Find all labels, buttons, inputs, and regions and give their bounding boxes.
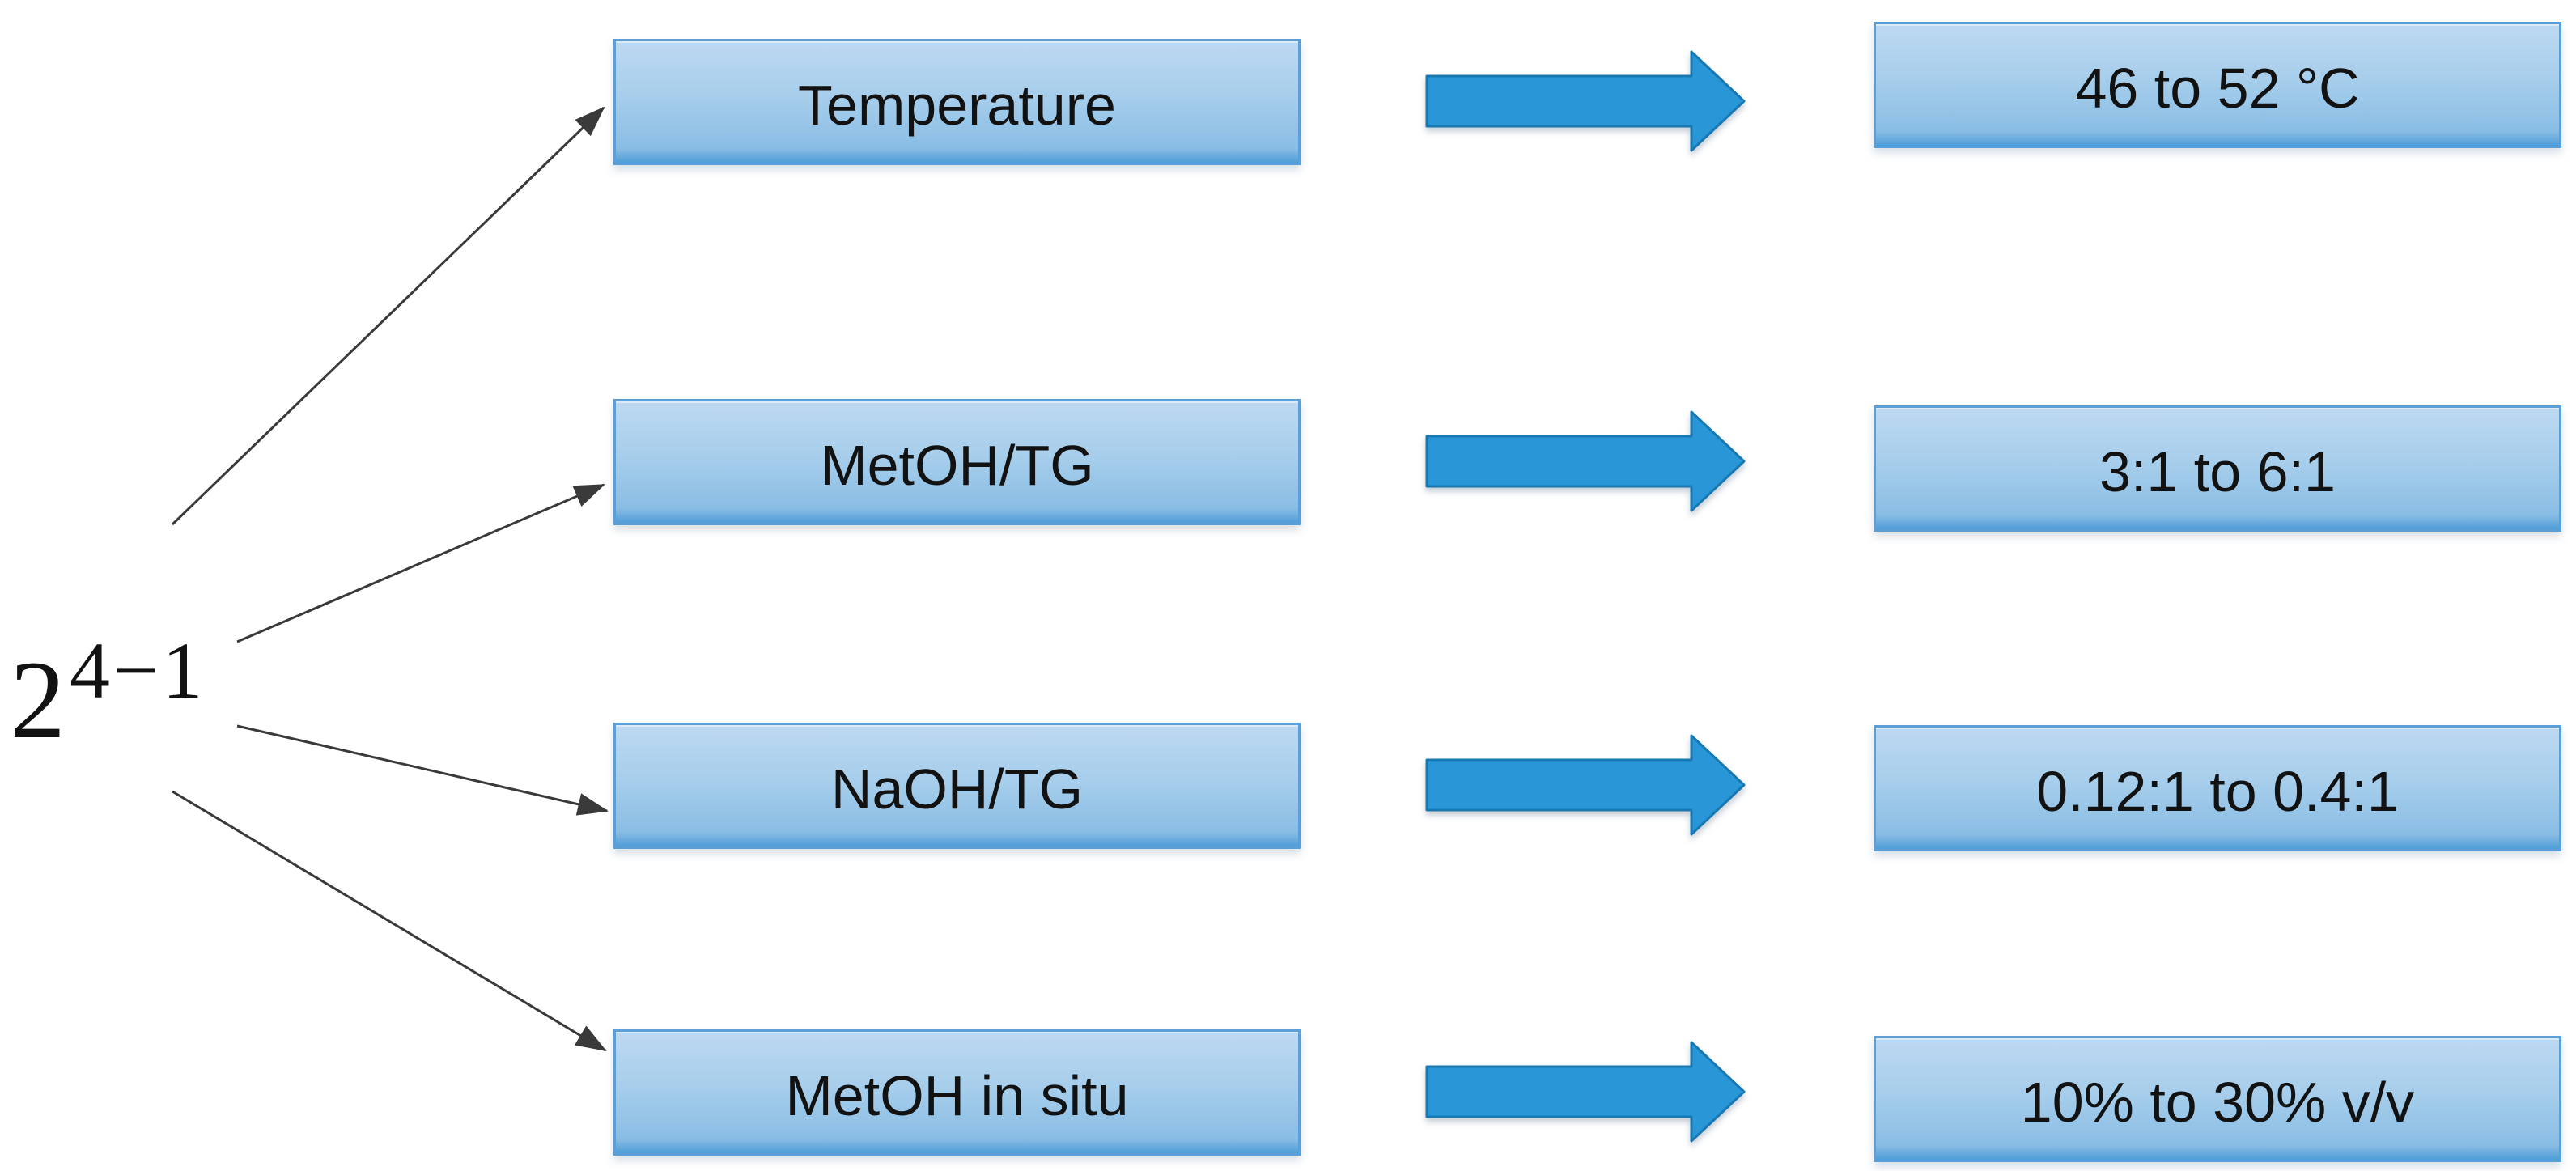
factor-label-metoh-tg: MetOH/TG — [820, 434, 1094, 497]
range-label-temperature: 46 to 52 °C — [2075, 57, 2360, 120]
right-arrow-icon-row1 — [1425, 50, 1746, 152]
range-box-temperature: 46 to 52 °C — [1874, 22, 2561, 148]
connector-arrow-temperature — [171, 106, 605, 526]
connector-arrow-metoh-tg — [236, 483, 605, 643]
factor-box-metoh-insitu: MetOH in situ — [613, 1029, 1301, 1156]
range-label-metoh-tg: 3:1 to 6:1 — [2099, 440, 2336, 503]
right-arrow-icon-row2 — [1425, 410, 1746, 512]
range-box-metoh-tg: 3:1 to 6:1 — [1874, 405, 2561, 532]
design-base: 2 — [10, 638, 66, 762]
connector-arrow-metoh-insitu — [172, 790, 607, 1052]
factor-label-naoh-tg: NaOH/TG — [830, 757, 1084, 821]
factor-box-metoh-tg: MetOH/TG — [613, 399, 1301, 525]
connector-arrow-naoh-tg — [236, 724, 609, 816]
right-arrow-icon-row4 — [1425, 1041, 1746, 1143]
design-exponent: 4−1 — [70, 626, 206, 715]
factor-label-metoh-insitu: MetOH in situ — [785, 1064, 1129, 1127]
factor-box-temperature: Temperature — [613, 39, 1301, 165]
range-label-naoh-tg: 0.12:1 to 0.4:1 — [2036, 760, 2399, 823]
right-arrow-icon-row3 — [1425, 734, 1746, 836]
design-size-label: 2 4−1 — [10, 630, 206, 762]
factor-box-naoh-tg: NaOH/TG — [613, 723, 1301, 849]
factor-label-temperature: Temperature — [798, 74, 1116, 137]
range-box-metoh-insitu: 10% to 30% v/v — [1874, 1036, 2561, 1162]
range-box-naoh-tg: 0.12:1 to 0.4:1 — [1874, 725, 2561, 851]
range-label-metoh-insitu: 10% to 30% v/v — [2020, 1071, 2415, 1134]
